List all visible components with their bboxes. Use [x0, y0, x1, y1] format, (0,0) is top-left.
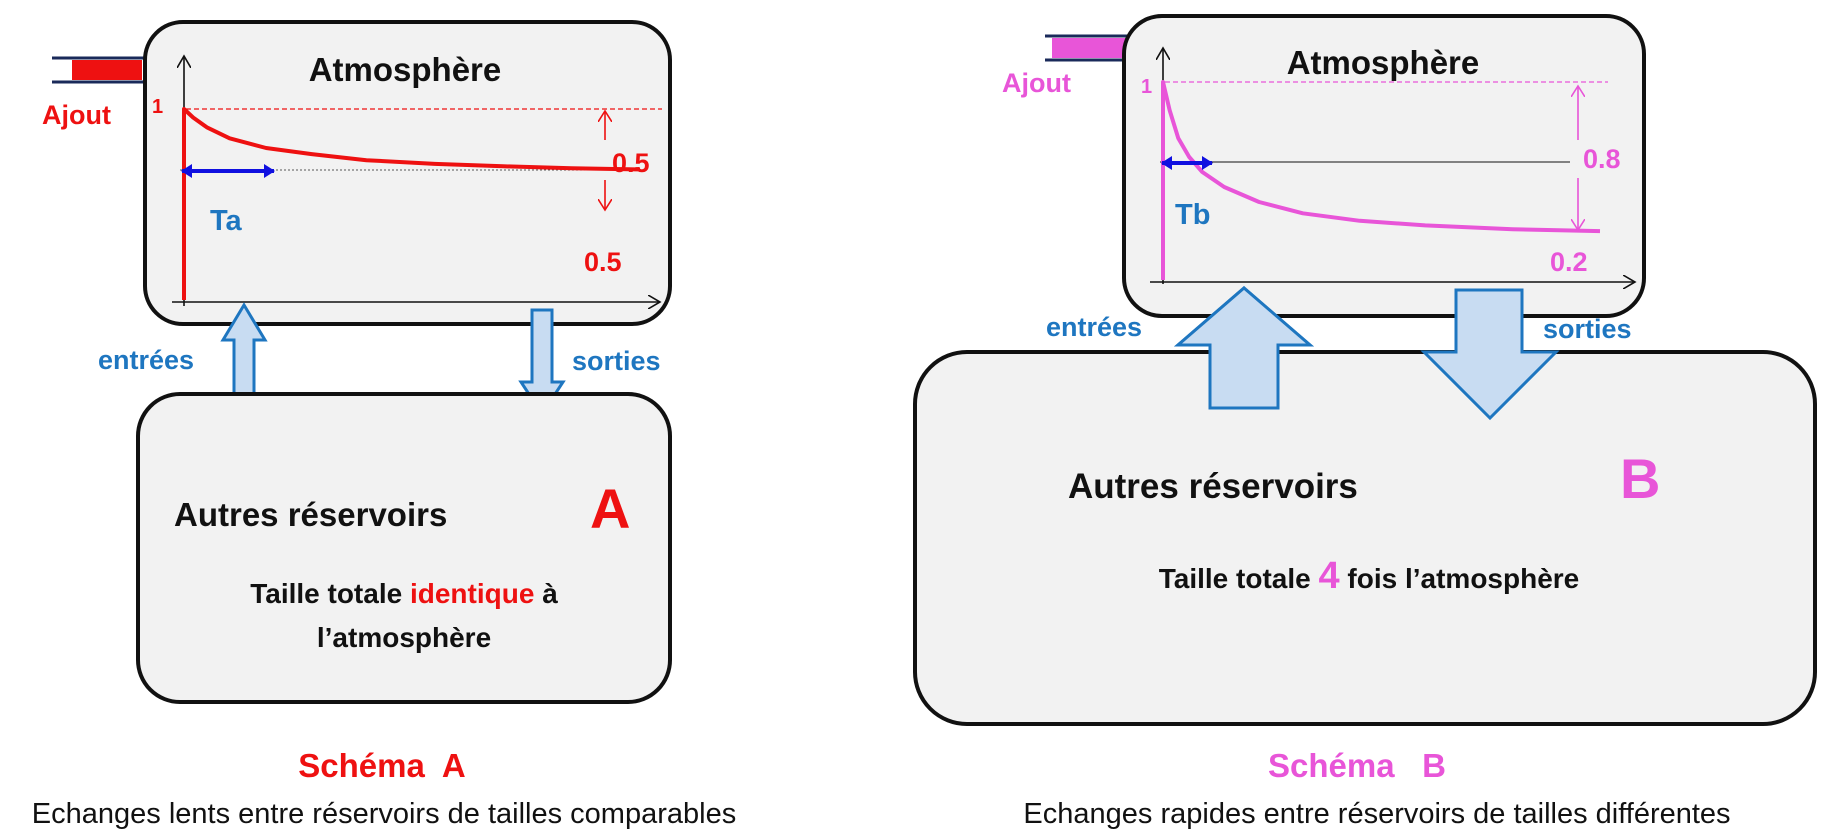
size-text-a: Taille totale identique à — [250, 578, 558, 609]
outflow-label-b: sorties — [1543, 314, 1632, 344]
final-label-a: 0.5 — [584, 247, 622, 277]
reservoir-title-a: Autres réservoirs — [174, 496, 447, 533]
time-label-a: Ta — [210, 205, 243, 237]
scheme-b: Ajout Atmosphère 1 0.8 0.2 Tb entrées so… — [913, 14, 1817, 830]
atmosphere-box-a — [143, 20, 672, 326]
ajout-pipe-a — [52, 56, 146, 84]
ajout-label-a: Ajout — [42, 100, 111, 130]
peak-label-b: 1 — [1141, 76, 1152, 98]
size-prefix-a: Taille totale — [250, 578, 402, 609]
ajout-label-b: Ajout — [1002, 68, 1071, 98]
outflow-label-a: sorties — [572, 346, 661, 376]
reservoir-box-a — [136, 392, 672, 704]
peak-label-a: 1 — [152, 96, 163, 118]
drop-label-b: 0.8 — [1583, 144, 1621, 174]
atmosphere-title-a: Atmosphère — [309, 51, 502, 88]
scheme-letter-b: B — [1620, 447, 1660, 510]
size-suffix-b: fois l’atmosphère — [1347, 563, 1579, 594]
size-highlight-a: identique — [410, 578, 534, 609]
size-suffix-a: à — [542, 578, 558, 609]
drop-label-a: 0.5 — [612, 148, 650, 178]
time-label-b: Tb — [1175, 199, 1210, 231]
inflow-label-b: entrées — [1046, 312, 1142, 342]
atmosphere-box-b — [1122, 14, 1646, 318]
size-text-b: Taille totale 4 fois l’atmosphère — [1159, 555, 1580, 597]
scheme-a: Ajout Atmosphère 1 0.5 0.5 Ta entrées so… — [32, 20, 736, 830]
scheme-title-b: Schéma B — [1268, 747, 1446, 784]
decay-curve-b — [1161, 80, 1601, 280]
inflow-label-a: entrées — [98, 345, 194, 375]
final-label-b: 0.2 — [1550, 247, 1588, 277]
reservoir-title-b: Autres réservoirs — [1068, 467, 1358, 506]
size-highlight-b: 4 — [1318, 555, 1339, 597]
scheme-title-a: Schéma A — [298, 747, 466, 784]
inflow-arrow-b-overlay — [1173, 286, 1315, 410]
ajout-pipe-b — [1045, 34, 1128, 62]
size-prefix-b: Taille totale — [1159, 563, 1311, 594]
size-line2-a: l’atmosphère — [317, 622, 491, 653]
atmosphere-title-b: Atmosphère — [1287, 44, 1480, 81]
outflow-arrow-b-overlay — [1420, 288, 1560, 421]
decay-curve-a — [182, 107, 641, 300]
scheme-caption-a: Echanges lents entre réservoirs de taill… — [32, 798, 736, 830]
scheme-letter-a: A — [590, 477, 630, 540]
reservoir-box-b — [913, 350, 1817, 726]
scheme-caption-b: Echanges rapides entre réservoirs de tai… — [1023, 798, 1730, 830]
